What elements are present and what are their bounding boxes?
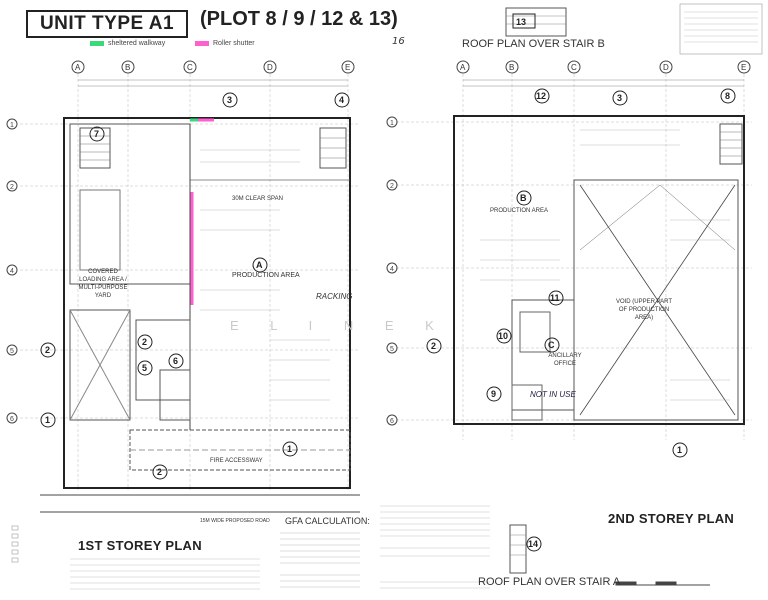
roof-stair-a-title: ROOF PLAN OVER STAIR A	[478, 576, 621, 588]
tag-4-left: 4	[339, 95, 344, 105]
tag-10-right: 10	[498, 331, 508, 341]
tag-1-right: 1	[677, 445, 682, 455]
void-label: VOID (UPPER PART OF PRODUCTION AREA)	[615, 299, 673, 321]
fire-accessway-label: FIRE ACCESSWAY	[210, 458, 263, 464]
handwritten-note: 16	[392, 36, 405, 47]
grid-markers-top: A B C D E	[71, 60, 355, 74]
svg-text:4: 4	[10, 268, 14, 275]
svg-text:1: 1	[390, 120, 394, 127]
first-storey-title: 1ST STOREY PLAN	[78, 538, 202, 553]
legend-pink-label: Roller shutter	[213, 40, 255, 47]
watermark: E L I N E K	[230, 318, 448, 333]
first-storey-notes-lines	[70, 558, 260, 590]
racking-label: RACKING	[316, 292, 353, 301]
tag-1-left: 1	[287, 444, 292, 454]
gfa-title: GFA CALCULATION:	[285, 516, 370, 526]
tag-2-left: 2	[142, 337, 147, 347]
svg-text:5: 5	[390, 346, 394, 353]
legend-pink: Roller shutter	[195, 40, 255, 47]
svg-text:E: E	[345, 63, 350, 72]
tag-13-right: 13	[516, 17, 526, 27]
unit-type-title: UNIT TYPE A1	[26, 10, 188, 38]
legend-green: sheltered walkway	[90, 40, 165, 47]
first-storey-plan-drawing: A B C D E 1 2 4 5 6	[6, 60, 360, 563]
gfa-calculation-lines	[280, 532, 360, 588]
production-area-label-right: PRODUCTION AREA	[490, 208, 549, 214]
roof-stair-b-title: ROOF PLAN OVER STAIR B	[462, 38, 605, 50]
ancillary-office-label: ANCILLARY OFFICE	[548, 353, 582, 367]
svg-text:2: 2	[10, 184, 14, 191]
production-area-label-left: PRODUCTION AREA	[232, 272, 300, 279]
road-label: 15M WIDE PROPOSED ROAD	[200, 518, 270, 524]
tag-14-right: 14	[528, 539, 538, 549]
svg-text:4: 4	[390, 266, 394, 273]
svg-text:5: 5	[10, 348, 14, 355]
svg-text:D: D	[663, 63, 669, 72]
tag-7-left: 7	[94, 129, 99, 139]
tag-8-right: 8	[725, 91, 730, 101]
svg-text:2: 2	[390, 183, 394, 190]
tag-production-a: A	[256, 260, 263, 270]
svg-text:B: B	[509, 63, 514, 72]
covered-loading-label: COVERED LOADING AREA / MULTI-PURPOSE YAR…	[78, 269, 128, 299]
second-storey-title: 2ND STOREY PLAN	[608, 511, 735, 526]
tag-office-c: C	[548, 340, 555, 350]
svg-text:6: 6	[10, 416, 14, 423]
svg-text:E: E	[741, 63, 746, 72]
clear-span-label: 30M CLEAR SPAN	[232, 196, 283, 202]
tag-2b-left: 2	[45, 345, 50, 355]
svg-text:C: C	[187, 63, 193, 72]
tag-production-b: B	[520, 193, 527, 203]
tag-1b-left: 1	[45, 415, 50, 425]
tag-6-left: 6	[173, 356, 178, 366]
tag-12-right: 12	[536, 91, 546, 101]
tag-5-left: 5	[142, 363, 147, 373]
tag-3-right: 3	[617, 93, 622, 103]
green-swatch	[90, 41, 104, 46]
tag-2c-left: 2	[157, 467, 162, 477]
pink-swatch	[195, 41, 209, 46]
second-storey-plan-drawing: A B C D E 1 2 4 5 6	[380, 3, 763, 589]
legend-green-label: sheltered walkway	[108, 40, 166, 47]
tag-3-left: 3	[227, 95, 232, 105]
svg-text:C: C	[571, 63, 577, 72]
tag-2-right: 2	[431, 341, 436, 351]
tag-9-right: 9	[491, 389, 496, 399]
svg-text:6: 6	[390, 418, 394, 425]
svg-text:B: B	[125, 63, 130, 72]
tag-11-right: 11	[550, 293, 560, 303]
not-in-use-label: NOT IN USE	[530, 390, 576, 399]
plot-title: (PLOT 8 / 9 / 12 & 13)	[200, 8, 398, 30]
svg-text:A: A	[75, 63, 81, 72]
svg-text:A: A	[460, 63, 466, 72]
svg-text:D: D	[267, 63, 273, 72]
svg-text:1: 1	[10, 122, 14, 129]
